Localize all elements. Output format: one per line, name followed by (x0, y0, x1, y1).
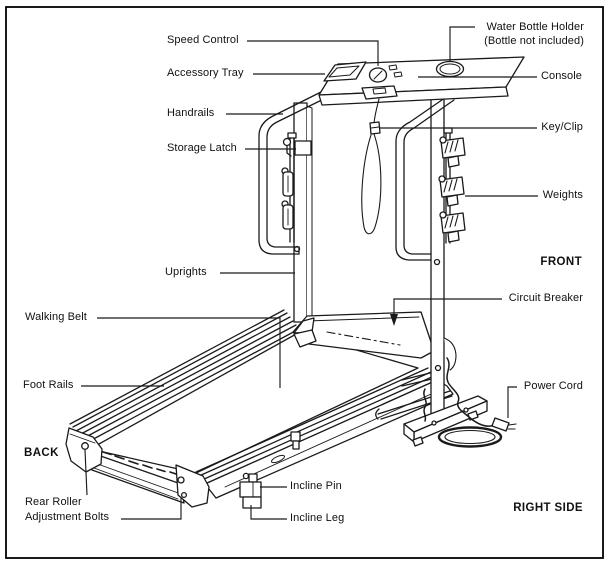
label-front: FRONT (540, 256, 582, 268)
label-water-bottle-holder: Water Bottle Holder (Bottle not included… (484, 20, 584, 48)
rear-roller-bolt-left (81, 442, 89, 450)
label-water-bottle-line1: Water Bottle Holder (486, 21, 584, 33)
leader-rear-roller-2 (121, 498, 182, 520)
base-drawing (403, 395, 488, 447)
circuit-breaker-arrowhead (390, 314, 398, 326)
latch-hook-1 (281, 167, 294, 197)
label-back: BACK (24, 447, 59, 459)
label-rear-roller-line2: Adjustment Bolts (25, 511, 110, 523)
label-rear-roller-line1: Rear Roller (25, 496, 82, 508)
incline-leg-drawing (239, 472, 262, 509)
label-circuit-breaker: Circuit Breaker (508, 292, 583, 304)
key-clip-drawing (361, 98, 382, 235)
weight-2 (438, 175, 465, 207)
label-weights: Weights (542, 189, 583, 201)
latch-hook-2 (281, 200, 294, 230)
label-incline-pin: Incline Pin (290, 480, 342, 492)
leader-power-cord (507, 386, 517, 418)
power-plug (491, 417, 510, 432)
deck-drawing (65, 309, 454, 508)
leader-water-bottle (449, 26, 475, 61)
label-walking-belt: Walking Belt (25, 311, 87, 323)
rear-left-cap (65, 427, 103, 473)
leader-speed-control (247, 40, 379, 66)
label-foot-rails: Foot Rails (23, 379, 74, 391)
label-speed-control: Speed Control (167, 34, 239, 46)
label-right-side: RIGHT SIDE (513, 502, 583, 514)
leader-walking-belt (97, 317, 281, 388)
label-water-bottle-line2: (Bottle not included) (484, 35, 584, 47)
weight-1 (439, 136, 466, 168)
page-border (5, 6, 604, 559)
label-storage-latch: Storage Latch (167, 142, 237, 154)
power-cord-coil (437, 426, 503, 448)
left-upright-drawing (281, 102, 313, 325)
label-rear-roller-adjustment-bolts: Rear Roller Adjustment Bolts (25, 495, 109, 525)
speed-control-knob (368, 67, 388, 83)
label-key-clip: Key/Clip (541, 121, 583, 133)
leader-rear-roller-1 (84, 449, 88, 496)
label-power-cord: Power Cord (523, 380, 583, 392)
leader-lines (81, 26, 538, 520)
left-handrail-drawing (258, 83, 341, 255)
right-upright-drawing (430, 96, 466, 416)
label-console: Console (540, 70, 582, 82)
right-handrail-drawing (395, 92, 455, 261)
walking-belt-surface (89, 332, 419, 474)
console-front (318, 86, 509, 106)
leader-circuit-breaker (393, 298, 502, 315)
label-handrails: Handrails (167, 107, 215, 119)
water-bottle-holder-part (435, 60, 465, 78)
accessory-tray-part (323, 61, 367, 82)
leader-incline-leg (250, 505, 287, 520)
label-uprights: Uprights (165, 266, 207, 278)
label-accessory-tray: Accessory Tray (167, 67, 244, 79)
console-drawing (318, 56, 525, 106)
power-cord-drawing (423, 357, 517, 448)
rear-roller-bolt-right (177, 476, 185, 484)
weight-3 (439, 211, 466, 243)
storage-latch-part (282, 137, 312, 157)
label-incline-leg: Incline Leg (290, 512, 345, 524)
